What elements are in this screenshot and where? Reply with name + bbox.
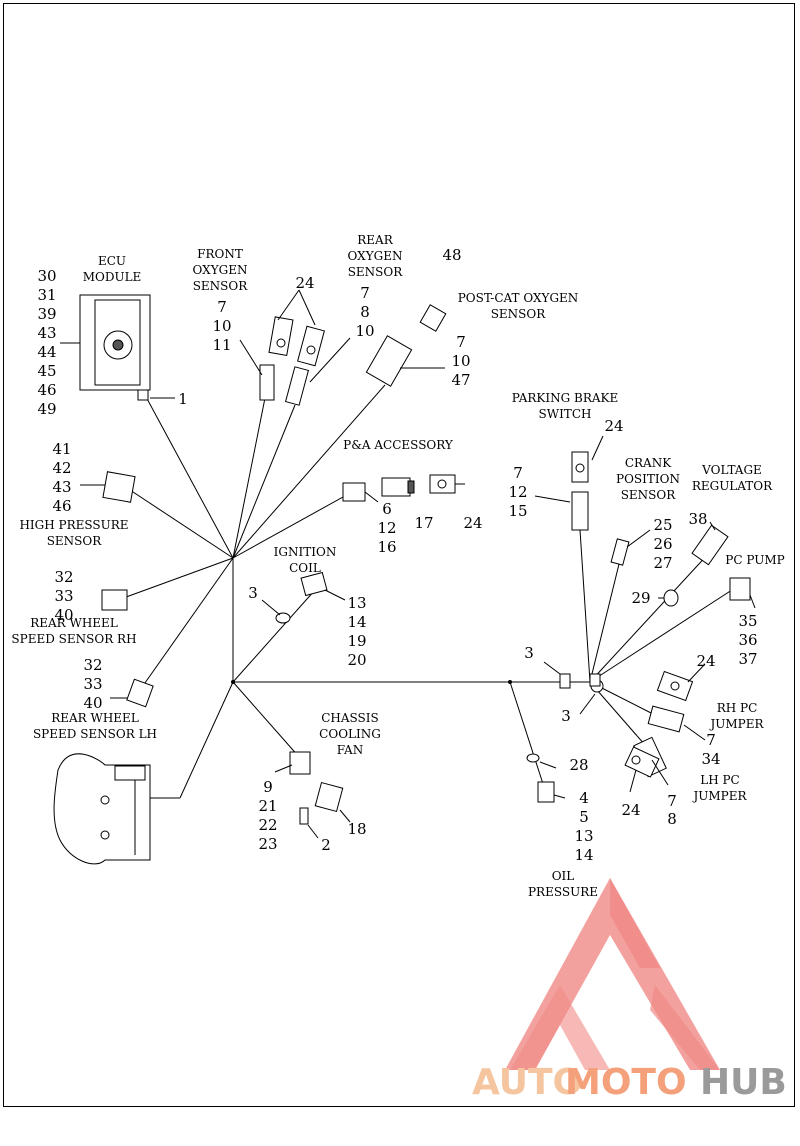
- voltage-regulator-connector: [658, 521, 729, 607]
- wires: [117, 384, 736, 799]
- callout-parking-24: 24: [604, 417, 623, 435]
- chassis-cooling-fan-connector: [274, 751, 351, 839]
- oil-pressure-sensor: [526, 753, 566, 803]
- post-cat-oxygen-sensor: [365, 304, 447, 387]
- label-pa-accessory: P&A ACCESSORY: [343, 438, 454, 452]
- callout-lh-jumper-24: 24: [621, 801, 640, 819]
- callout-pa-24: 24: [463, 514, 482, 532]
- pc-pump-connector: [729, 577, 756, 609]
- callout-main-3b: 3: [561, 707, 571, 725]
- callout-oil-28: 28: [569, 756, 588, 774]
- parking-brake-switch: [534, 435, 604, 531]
- ecu-module: [60, 294, 175, 401]
- callout-rh-jumper-24: 24: [696, 652, 715, 670]
- rear-wheel-speed-sensor-rh: [101, 589, 128, 611]
- main-junction: [231, 661, 604, 715]
- callout-main-3a: 3: [524, 644, 534, 662]
- rh-pc-jumper: [647, 663, 706, 741]
- watermark-part3: HUB: [700, 1062, 787, 1103]
- callout-ign-3: 3: [248, 584, 258, 602]
- callout-fan-18: 18: [347, 820, 366, 838]
- callout-pa-17: 17: [414, 514, 433, 532]
- diagram-frame: [3, 3, 795, 1107]
- callout-top-24: 24: [295, 274, 314, 292]
- label-pc-pump: PC PUMP: [725, 553, 784, 567]
- watermark-part2: MOTO: [565, 1062, 687, 1103]
- watermark-logo: [505, 878, 720, 1070]
- high-pressure-sensor: [80, 471, 136, 503]
- rear-wheel-speed-sensor-lh: [110, 678, 154, 708]
- pa-accessory-connector: [342, 474, 465, 503]
- crank-position-sensor: [610, 529, 651, 566]
- callout-vr-38: 38: [688, 510, 707, 528]
- watermark-part1: AUTO: [472, 1062, 583, 1103]
- callout-post-cat-48: 48: [442, 246, 461, 264]
- callout-fan-2: 2: [321, 836, 331, 854]
- callout-vr-29: 29: [631, 589, 650, 607]
- callout-ecu-1: 1: [178, 390, 188, 408]
- watermark-text: AUTO MOTO HUB: [472, 1062, 787, 1103]
- ignition-coil: [261, 571, 346, 624]
- front-oxygen-sensor: [239, 316, 294, 401]
- lh-pc-jumper: [624, 736, 669, 793]
- rear-oxygen-sensor: [277, 289, 351, 406]
- engine-bracket: [53, 753, 151, 865]
